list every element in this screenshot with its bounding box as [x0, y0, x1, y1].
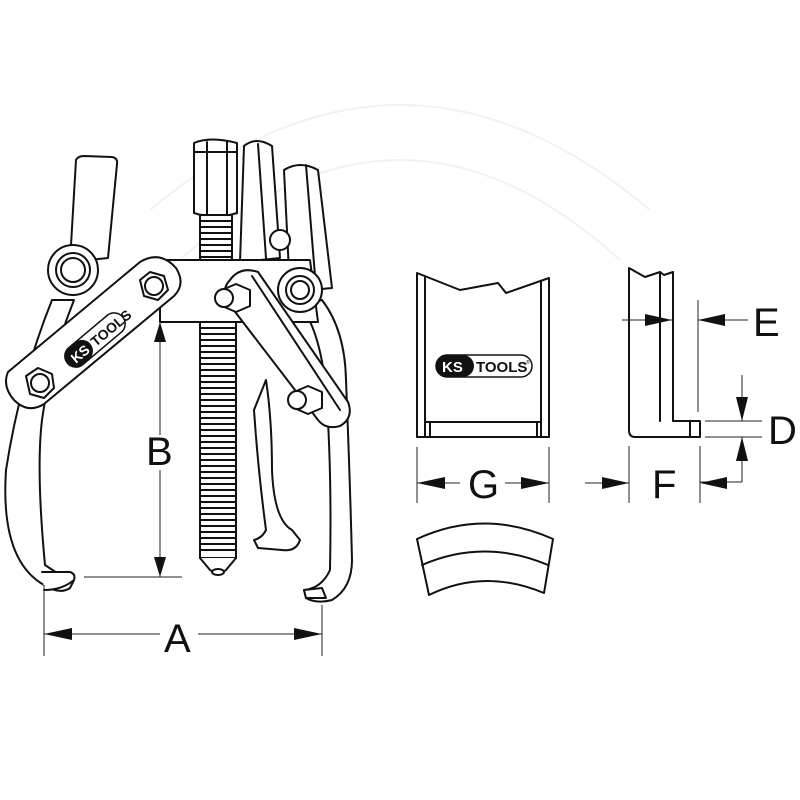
jaw-side-view: E D F	[585, 267, 797, 507]
right-pivot-ring-inner	[285, 275, 315, 305]
left-pivot-hole	[60, 257, 86, 283]
svg-text:KS: KS	[442, 359, 463, 376]
svg-text:F: F	[652, 463, 676, 507]
right-strap-bolt-top	[214, 283, 251, 313]
svg-text:G: G	[468, 463, 499, 507]
svg-text:E: E	[753, 301, 780, 345]
dimension-f: F	[585, 446, 727, 507]
dimension-d: D	[700, 375, 797, 483]
dimension-g: G	[416, 447, 550, 507]
spindle-thread-lower	[199, 321, 237, 576]
svg-text:B: B	[146, 430, 173, 474]
svg-text:®: ®	[526, 359, 530, 366]
svg-text:TOOLS: TOOLS	[476, 359, 527, 376]
left-arm-handle	[69, 155, 119, 263]
svg-text:D: D	[768, 409, 797, 453]
svg-text:A: A	[164, 617, 191, 661]
jaw-logo: KS TOOLS ®	[435, 354, 533, 378]
jaw-top-section-view	[416, 522, 554, 596]
spindle-thread-upper	[199, 214, 233, 261]
rear-pivot-ring	[269, 229, 291, 251]
jaw-front-view: KS TOOLS ® G	[416, 272, 550, 507]
left-jaw-tip	[41, 571, 76, 591]
middle-arm	[253, 379, 301, 552]
dimension-a: A	[43, 585, 323, 661]
dimension-b: B	[84, 322, 182, 578]
puller-main-view: KS TOOLS	[4, 138, 353, 661]
right-pivot-ring	[277, 267, 323, 313]
left-pivot-ring-inner	[55, 252, 91, 288]
dimension-e: E	[622, 300, 780, 412]
left-strap-nut-bottom	[25, 367, 55, 399]
right-strap-bolt-bottom	[287, 385, 323, 415]
right-jaw-tip	[303, 587, 327, 599]
right-pivot-hole	[290, 280, 310, 300]
